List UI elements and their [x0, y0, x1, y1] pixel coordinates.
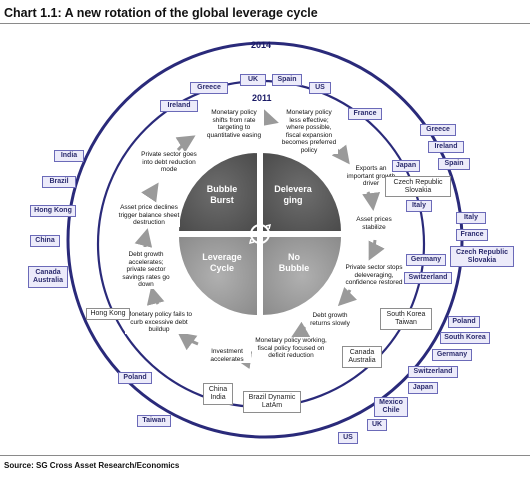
box-2014-us-bottom: US — [338, 432, 358, 444]
box-2011-hong-kong: Hong Kong — [86, 308, 130, 320]
box-2014-spain: Spain — [272, 74, 302, 86]
source-note: Source: SG Cross Asset Research/Economic… — [4, 461, 180, 470]
label-leverage-cycle: Leverage Cycle — [202, 252, 242, 273]
box-2014-france: France — [456, 229, 488, 241]
box-2014-south-korea: South Korea — [440, 332, 490, 344]
box-2011-south-korea-taiwan: South Korea Taiwan — [380, 308, 432, 330]
box-2011-czech-slovakia: Czech Republic Slovakia — [385, 176, 451, 197]
box-2014-india: India — [54, 150, 84, 162]
arrow-10 — [134, 228, 153, 248]
quadrant-deleveraging — [261, 150, 344, 233]
step-debt-growth-accelerates: Debt growth accelerates; private sector … — [118, 251, 174, 289]
step-confidence-restored: Private sector stops deleveraging, confi… — [338, 264, 410, 287]
box-2014-italy: Italy — [456, 212, 486, 224]
arrow-9 — [146, 286, 165, 306]
chart-title: Chart 1.1: A new rotation of the global … — [4, 6, 318, 20]
box-2014-poland-left: Poland — [118, 372, 152, 384]
label-no-bubble: No Bubble — [278, 252, 310, 273]
box-2014-germany: Germany — [432, 349, 472, 361]
label-deleveraging: Delevera ging — [274, 184, 312, 205]
box-2011-china-india: China India — [203, 383, 233, 405]
arrow-4 — [368, 239, 385, 261]
step-monetary-policy-fails: Monetary policy fails to curb excessive … — [125, 311, 193, 334]
step-asset-prices-stabilize: Asset prices stabilize — [352, 216, 396, 231]
step-fiscal-expansion: Monetary policy less effective; where po… — [280, 109, 338, 154]
box-2014-ireland: Ireland — [160, 100, 198, 112]
arrow-8 — [177, 332, 199, 351]
box-2011-brazil-latam: Brazil Dynamic LatAm — [243, 391, 301, 413]
box-2014-japan: Japan — [408, 382, 438, 394]
step-debt-reduction-mode: Private sector goes into debt reduction … — [141, 151, 197, 174]
arrow-6 — [290, 321, 311, 339]
box-2014-uk: UK — [240, 74, 266, 86]
box-2014-taiwan: Taiwan — [137, 415, 171, 427]
arrow-11 — [141, 182, 159, 203]
year-2014-label: 2014 — [251, 40, 272, 50]
arrow-3 — [362, 191, 381, 211]
box-2011-japan: Japan — [392, 160, 420, 172]
box-2014-greece: Greece — [190, 82, 228, 94]
arrow-12 — [175, 135, 196, 153]
source-divider — [0, 455, 530, 456]
step-qe: Monetary policy shifts from rate targeti… — [204, 109, 264, 139]
title-divider — [0, 23, 530, 24]
box-2014-czech-slovakia: Czech Republic Slovakia — [450, 246, 514, 267]
box-2014-hong-kong: Hong Kong — [30, 205, 76, 217]
box-2014-china: China — [30, 235, 60, 247]
box-2011-italy: Italy — [406, 200, 432, 212]
box-2014-mexico-chile: Mexico Chile — [374, 397, 408, 417]
box-2014-poland: Poland — [448, 316, 480, 328]
box-2014-switzerland: Switzerland — [408, 366, 458, 378]
quadrant-no-bubble — [261, 235, 344, 318]
box-2014-uk-bottom: UK — [367, 419, 387, 431]
step-investment-accelerates: Investment accelerates — [203, 348, 251, 363]
label-bubble-burst: Bubble Burst — [206, 184, 238, 205]
box-2011-switzerland: Switzerland — [404, 272, 452, 284]
box-2014-greece-right: Greece — [420, 124, 456, 136]
box-2014-spain-right: Spain — [438, 158, 470, 170]
arrow-5 — [337, 287, 357, 307]
step-balance-sheet-destruction: Asset price declines trigger balance she… — [118, 204, 180, 227]
box-2014-brazil: Brazil — [42, 176, 76, 188]
rotation-icon — [248, 223, 272, 245]
box-2014-canada-australia: Canada Australia — [28, 266, 68, 288]
box-2011-canada-australia: Canada Australia — [342, 346, 382, 368]
year-2011-label: 2011 — [252, 93, 272, 103]
box-2014-ireland-right: Ireland — [428, 141, 464, 153]
box-2011-germany: Germany — [406, 254, 446, 266]
step-debt-growth-returns: Debt growth returns slowly — [306, 312, 354, 327]
box-2014-us: US — [309, 82, 331, 94]
step-deficit-reduction: Monetary policy working, fiscal policy f… — [254, 337, 328, 360]
quadrant-leverage-cycle — [176, 235, 259, 318]
box-2011-france: France — [348, 108, 382, 120]
